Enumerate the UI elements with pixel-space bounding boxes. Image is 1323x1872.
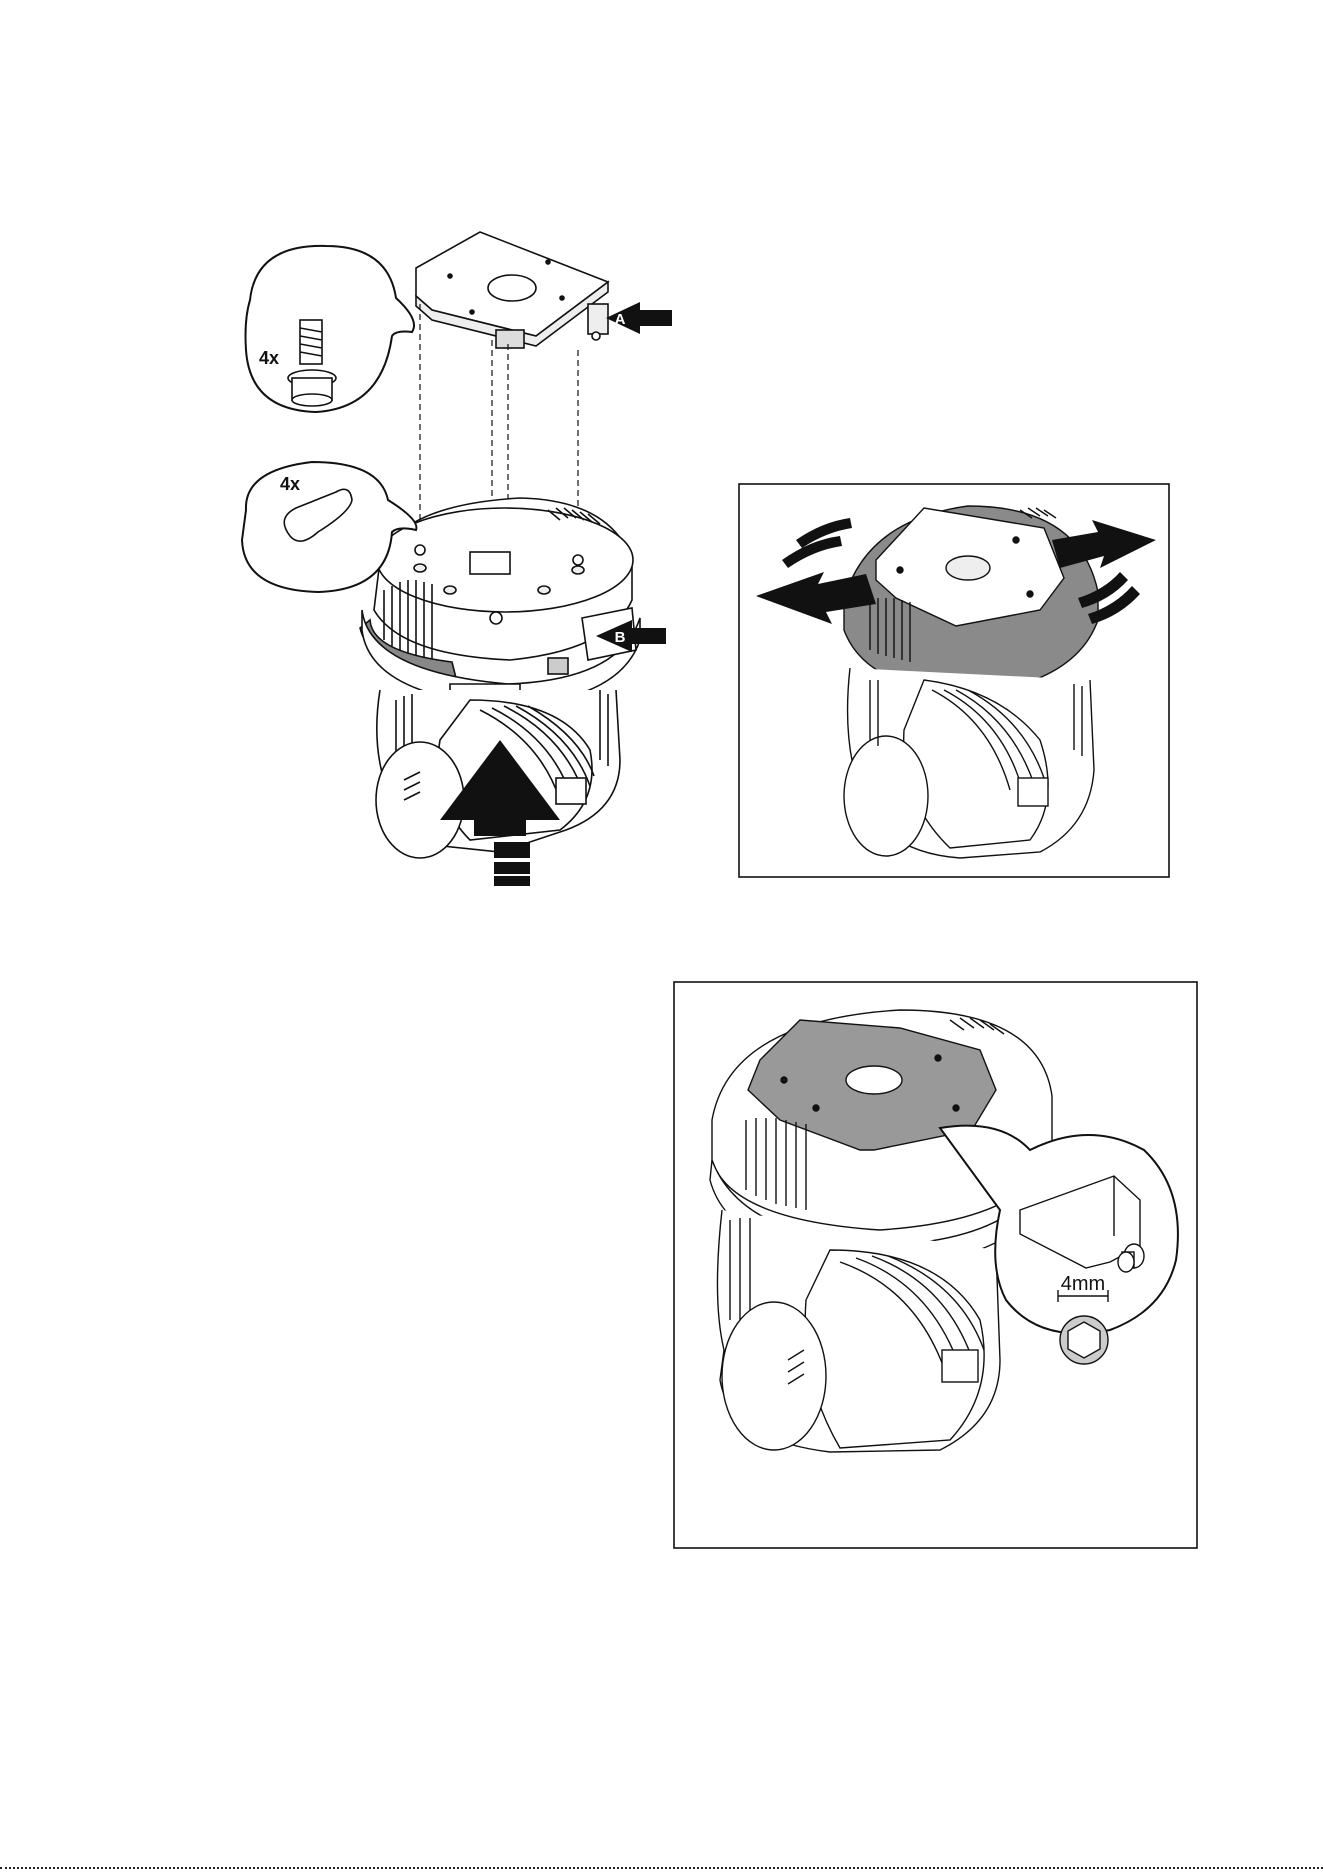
hex-key-size-label: 4mm [1061,1273,1105,1295]
figure-2-rotate-lock [739,484,1169,877]
arrow-b-label: B [615,629,626,646]
figure-1-exploded-view: 4x 4x A B [242,232,672,886]
mounting-plate [416,232,608,348]
callout-keyhole-qty: 4x [280,474,300,494]
callout-bolts-qty: 4x [259,348,279,368]
callout-bolts [246,246,415,412]
page-bottom-rule [0,1867,1323,1869]
arrow-a-label: A [615,311,626,328]
hex-key-icon [1060,1316,1108,1364]
figure-3-tighten-screw: 4mm [674,982,1197,1548]
